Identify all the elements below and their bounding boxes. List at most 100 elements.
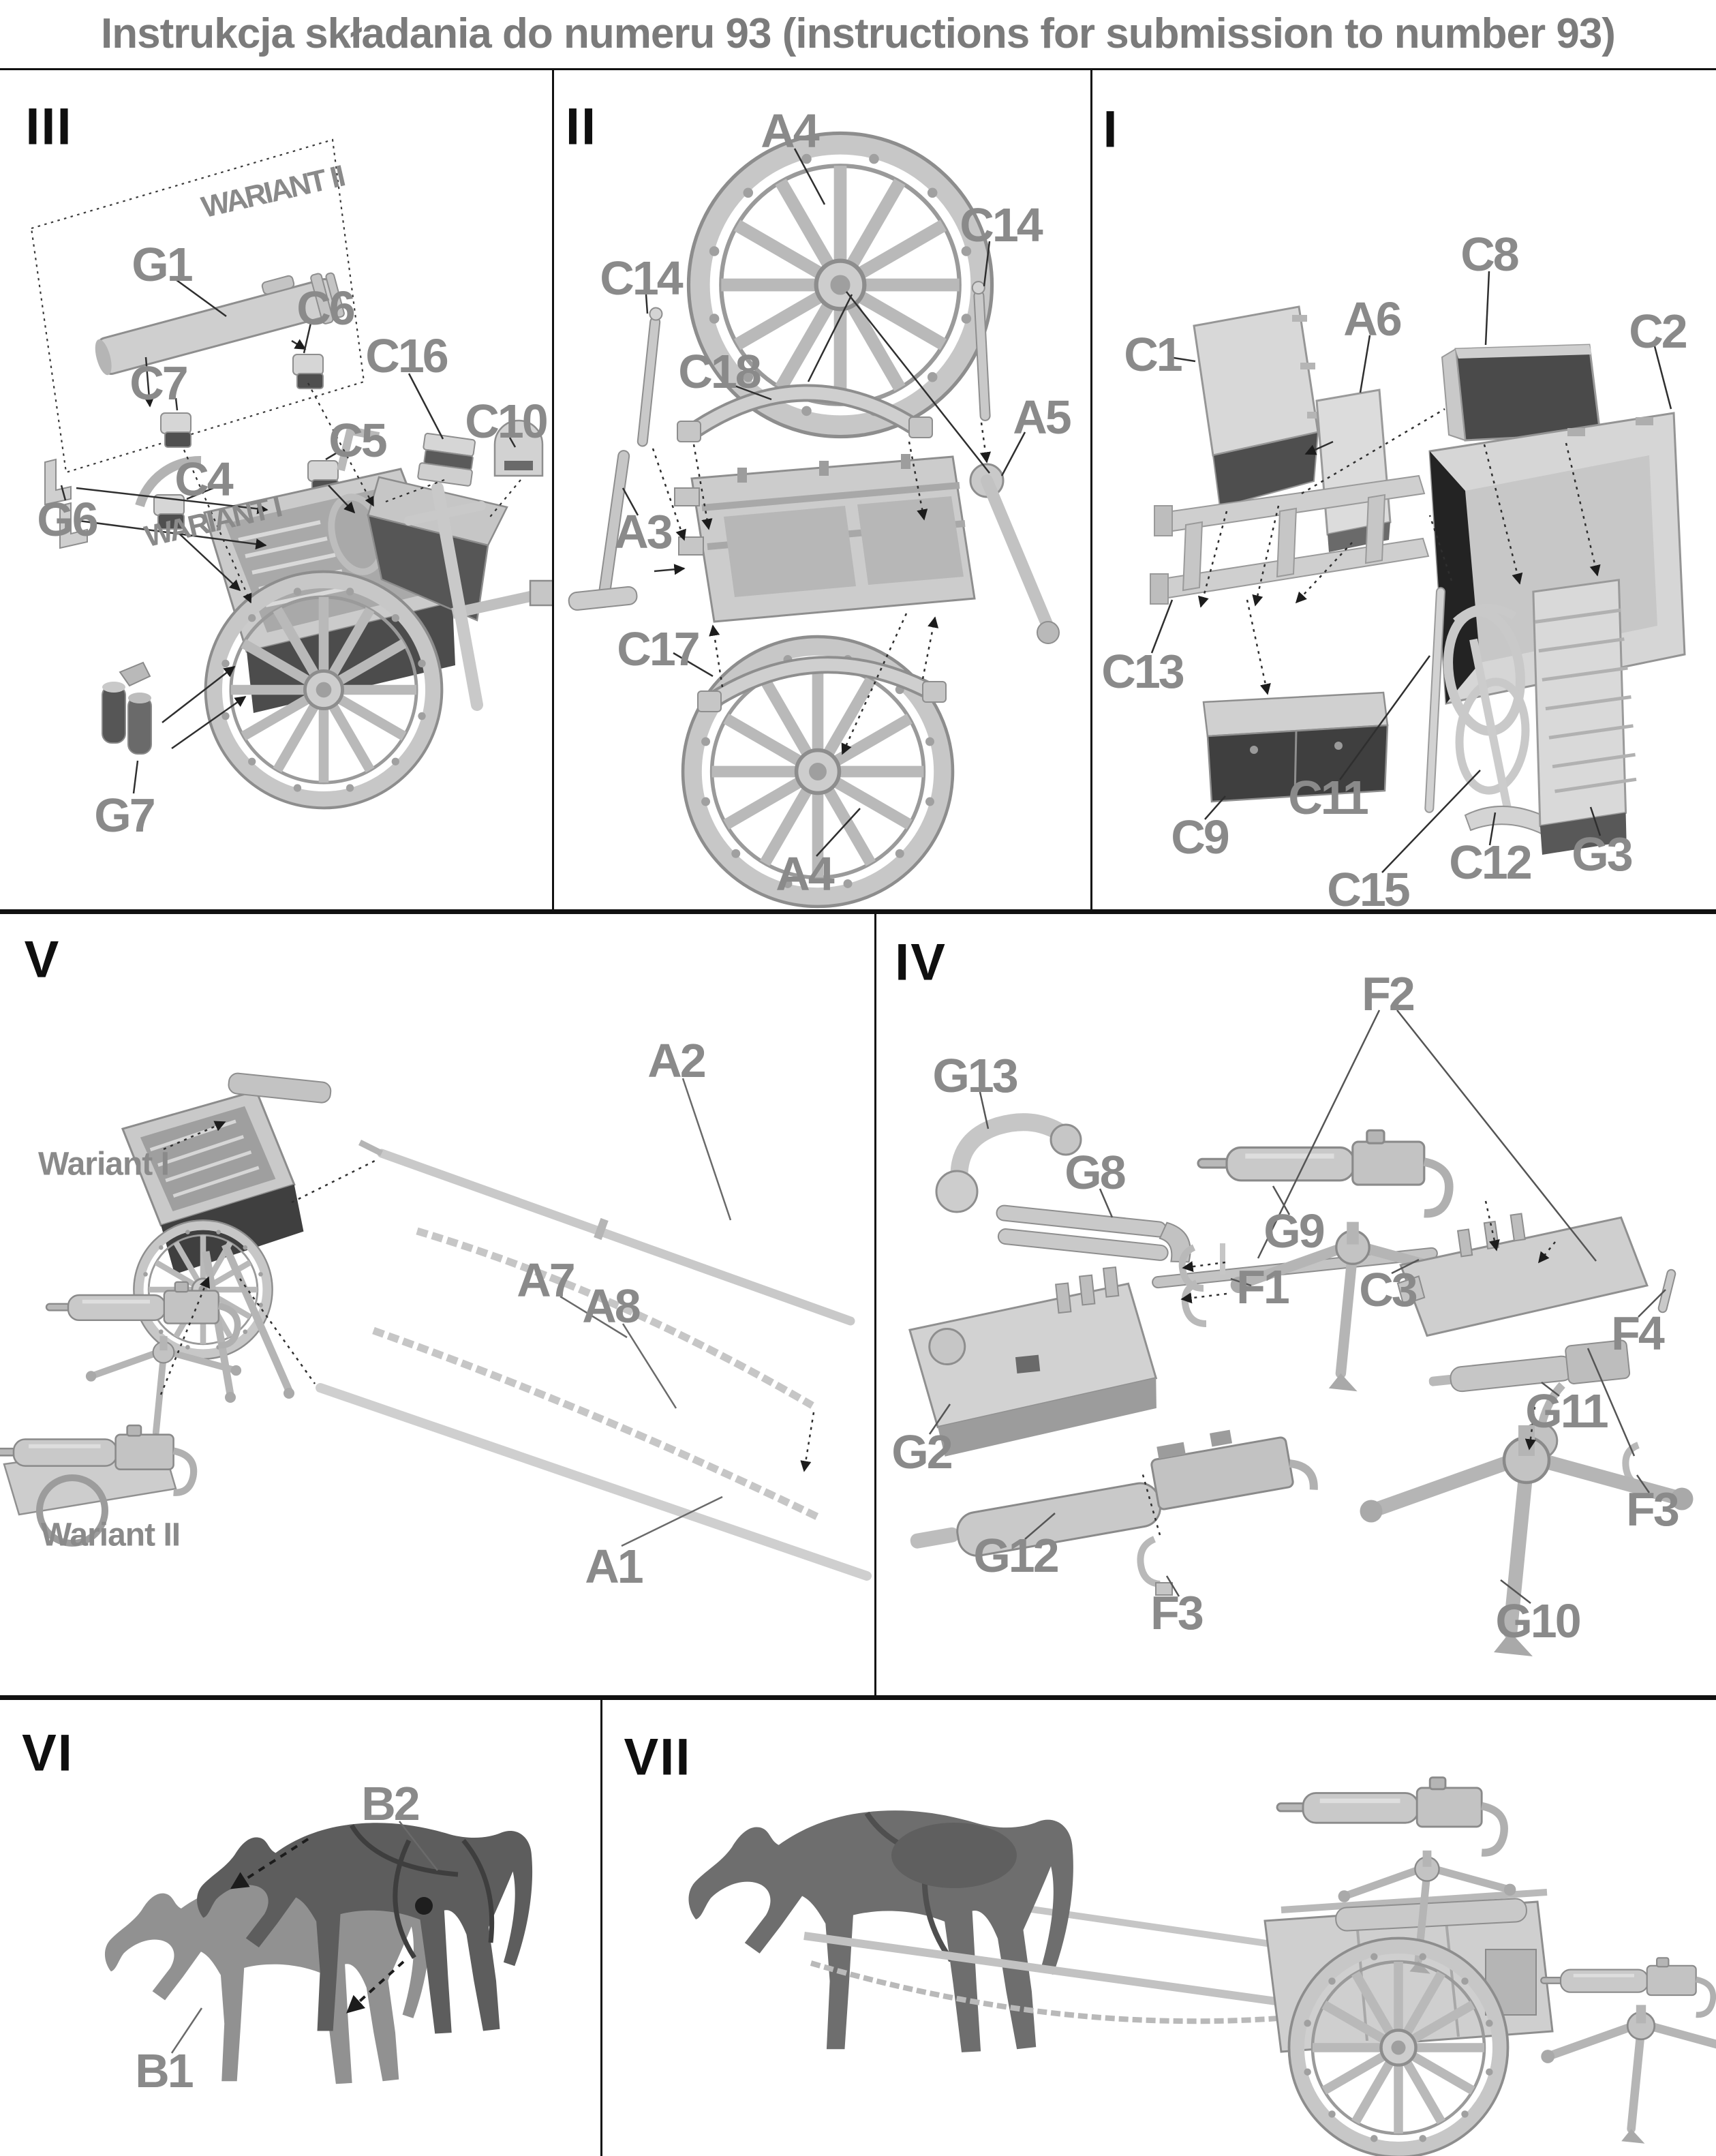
- part-label-C18: C18: [678, 345, 761, 398]
- panel-iii-illustration: [30, 138, 552, 909]
- panel-numeral-IV: IV: [895, 933, 947, 992]
- leader-lines: [622, 148, 1026, 857]
- part-label-C2: C2: [1629, 305, 1688, 358]
- part-label-F2: F2: [1362, 967, 1415, 1020]
- part-label-C17: C17: [617, 622, 700, 675]
- wariant-ii-gun: [0, 1425, 194, 1547]
- part-label-G3: G3: [1572, 828, 1633, 881]
- part-a7-trace: [416, 1227, 814, 1409]
- part-a8-trace: [372, 1326, 823, 1522]
- part-label-G6: G6: [37, 493, 98, 546]
- part-label-G9: G9: [1263, 1204, 1325, 1258]
- b2-harness: [349, 1824, 495, 1959]
- part-c1-lid: [1193, 305, 1322, 508]
- part-label-C1: C1: [1124, 328, 1183, 381]
- part-label-G13: G13: [932, 1049, 1018, 1102]
- variant-label-Wariant-I: Wariant I: [38, 1146, 170, 1183]
- divider-ii-i: [1090, 70, 1092, 909]
- part-a1-pole: [316, 1383, 872, 1581]
- part-c14-rods: [637, 281, 991, 447]
- wariant-i-gun: [46, 1282, 241, 1444]
- part-label-C12: C12: [1449, 836, 1532, 889]
- part-label-G12: G12: [973, 1529, 1059, 1582]
- part-label-C13: C13: [1101, 645, 1184, 698]
- part-c9-chest: [1202, 691, 1389, 803]
- part-g13-elbow: [935, 1113, 1082, 1213]
- part-f4-pin: [1657, 1269, 1676, 1314]
- part-label-C14: C14: [960, 198, 1043, 252]
- page-title: Instrukcja składania do numeru 93 (instr…: [101, 10, 1616, 57]
- standalone-gun: [1541, 1958, 1716, 2143]
- shaft-pole-2: [803, 1932, 1316, 2011]
- part-c13-frame: [1150, 474, 1430, 605]
- leader-lines: [1150, 271, 1672, 873]
- part-label-C5: C5: [328, 414, 388, 467]
- panel-numeral-VI: VI: [22, 1724, 74, 1782]
- assembled-cart: [1263, 1778, 1554, 2156]
- part-label-C14: C14: [600, 252, 683, 305]
- part-label-B1: B1: [135, 2044, 194, 2097]
- part-c11-rod: [1424, 587, 1445, 813]
- part-label-G1: G1: [132, 238, 193, 291]
- title-divider: [0, 68, 1716, 70]
- leader-lines: [170, 1821, 438, 2054]
- part-label-C15: C15: [1327, 863, 1410, 916]
- part-label-C16: C16: [365, 329, 448, 382]
- part-c17-arc: [697, 656, 947, 712]
- part-platform: [674, 454, 976, 623]
- part-f3-hook-bottom: [1137, 1536, 1173, 1596]
- row2-row3-divider: [0, 1695, 1716, 1700]
- panel-vii-illustration: [688, 1700, 1716, 2156]
- part-label-C6: C6: [296, 282, 356, 335]
- part-label-A8: A8: [582, 1279, 641, 1333]
- part-g8-tubes: [996, 1204, 1191, 1263]
- panel-ii-illustration: [568, 70, 1060, 909]
- part-a2-pole: [358, 1139, 855, 1326]
- part-label-G7: G7: [94, 789, 155, 842]
- variant-label-Wariant-II: Wariant II: [40, 1517, 181, 1553]
- part-label-C10: C10: [465, 395, 548, 448]
- part-label-C7: C7: [129, 356, 189, 410]
- small-bracket-parts: [153, 354, 339, 530]
- part-label-A4: A4: [776, 847, 835, 900]
- part-label-F3: F3: [1150, 1586, 1204, 1639]
- part-g9-gun-assembly: [1152, 1130, 1475, 1391]
- part-label-A6: A6: [1343, 292, 1403, 346]
- panel-numeral-VII: VII: [624, 1728, 692, 1787]
- part-c10-hood: [493, 419, 544, 477]
- part-label-C11: C11: [1288, 771, 1369, 824]
- panel-v-illustration: [0, 1072, 872, 1581]
- part-label-C8: C8: [1460, 228, 1520, 281]
- part-label-B2: B2: [361, 1777, 420, 1830]
- part-label-A3: A3: [614, 505, 673, 558]
- part-label-A1: A1: [585, 1540, 644, 1593]
- panel-iv-illustration: [908, 1009, 1716, 1695]
- part-c18-arc: [677, 384, 933, 442]
- part-label-G2: G2: [891, 1425, 953, 1478]
- saddle-pad: [891, 1823, 1017, 1888]
- leader-lines: [60, 277, 521, 794]
- part-label-C3: C3: [1359, 1263, 1418, 1316]
- part-label-F4: F4: [1611, 1307, 1665, 1360]
- part-g12-gun: [910, 1429, 1318, 1557]
- panel-numeral-III: III: [25, 97, 73, 156]
- part-c15-rammer: [1464, 638, 1550, 836]
- part-g2-plate: [908, 1266, 1158, 1457]
- part-g7-cylinders: [102, 661, 152, 755]
- part-a3-handle: [568, 450, 638, 611]
- cart-illustration: [135, 426, 552, 808]
- assembled-horse: [688, 1810, 1073, 2052]
- divider-iii-ii: [552, 70, 554, 909]
- part-label-A7: A7: [517, 1254, 576, 1307]
- part-label-G11: G11: [1525, 1384, 1608, 1438]
- leader-lines: [928, 1009, 1666, 1604]
- part-label-A2: A2: [647, 1034, 707, 1087]
- part-label-G10: G10: [1495, 1594, 1581, 1648]
- panel-numeral-II: II: [565, 97, 598, 156]
- part-label-C4: C4: [174, 453, 234, 506]
- part-c16-stack: [417, 432, 476, 487]
- part-label-F3: F3: [1626, 1483, 1680, 1536]
- part-g1-barrel: [95, 272, 345, 376]
- part-label-A4: A4: [761, 104, 820, 157]
